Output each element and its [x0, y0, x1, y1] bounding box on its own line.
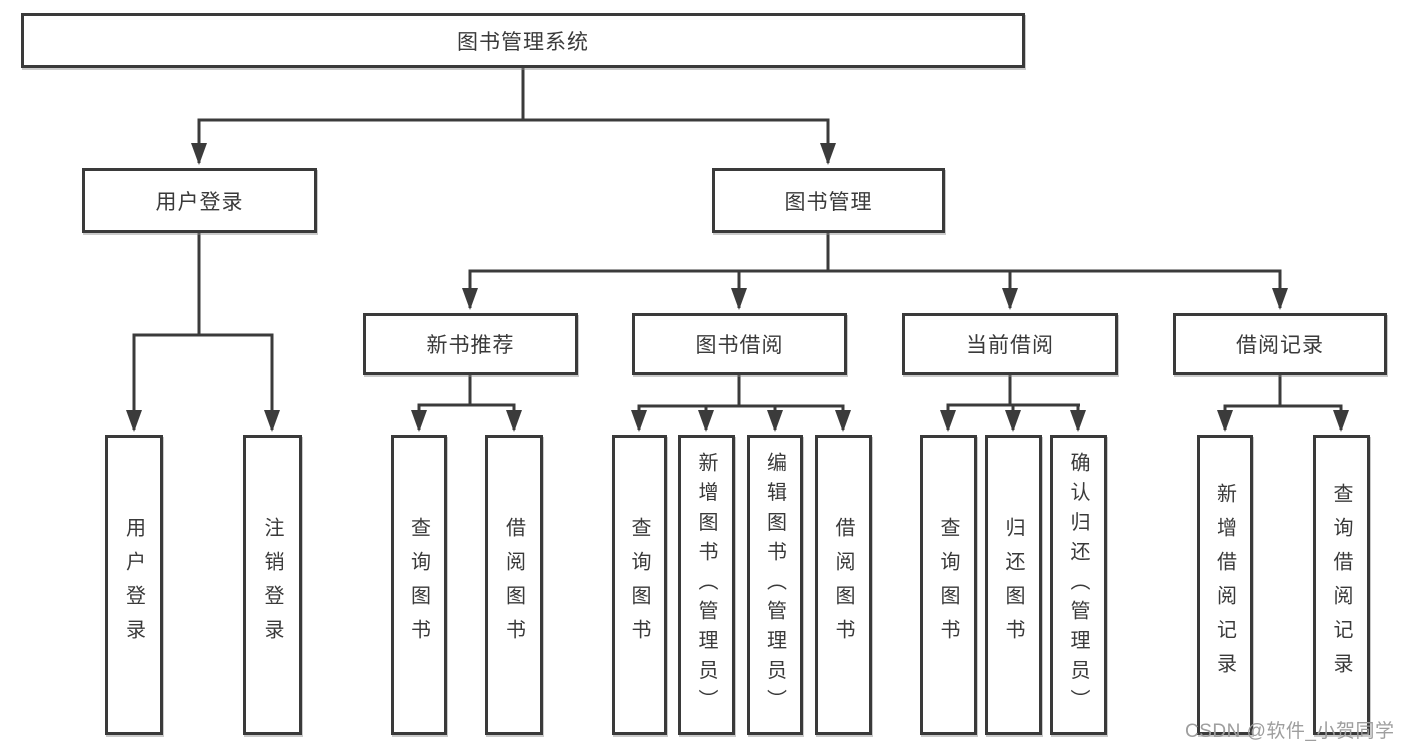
leaf-query-books-recommend: 查询图书 [391, 435, 447, 735]
leaf-logout: 注销登录 [243, 435, 302, 735]
node-borrow-records: 借阅记录 [1173, 313, 1387, 375]
node-new-book-recommend: 新书推荐 [363, 313, 578, 375]
leaf-borrow-books: 借阅图书 [815, 435, 872, 735]
node-user-login: 用户登录 [82, 168, 317, 233]
leaf-query-borrow-record: 查询借阅记录 [1313, 435, 1370, 735]
node-book-management: 图书管理 [712, 168, 945, 233]
leaf-add-borrow-record: 新增借阅记录 [1197, 435, 1253, 735]
leaf-edit-book-admin: 编辑图书（管理员） [747, 435, 803, 735]
leaf-user-login: 用户登录 [105, 435, 163, 735]
node-book-borrow: 图书借阅 [632, 313, 847, 375]
leaf-return-book: 归还图书 [985, 435, 1042, 735]
node-current-borrow: 当前借阅 [902, 313, 1118, 375]
leaf-query-books-borrow: 查询图书 [612, 435, 667, 735]
leaf-confirm-return-admin: 确认归还（管理员） [1050, 435, 1107, 735]
watermark: CSDN @软件_小贺同学 [1185, 721, 1395, 742]
leaf-add-book-admin: 新增图书（管理员） [678, 435, 735, 735]
leaf-borrow-books-recommend: 借阅图书 [485, 435, 543, 735]
leaf-query-books-current: 查询图书 [920, 435, 977, 735]
node-library-management-system: 图书管理系统 [21, 13, 1025, 68]
